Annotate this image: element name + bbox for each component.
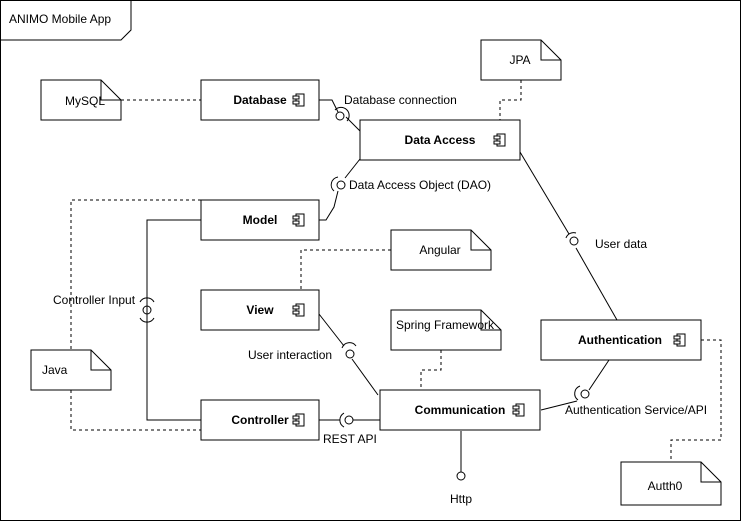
component-icon — [673, 333, 686, 347]
component-database: Database — [200, 79, 320, 121]
note-link-spring — [420, 350, 442, 390]
component-data-access-label: Data Access — [405, 133, 476, 147]
interface-user-data — [565, 232, 579, 246]
component-controller: Controller — [200, 399, 320, 441]
connector-view-ui — [318, 313, 345, 347]
interface-user-interaction — [341, 342, 357, 359]
interfaces — [139, 106, 590, 481]
note-mysql: MySQL — [40, 79, 122, 121]
interface-auth-service — [574, 385, 590, 401]
interface-http — [456, 471, 466, 481]
label-user-data: User data — [595, 237, 647, 251]
connector-comm-auth — [540, 400, 578, 411]
connector-data-access-dao — [344, 158, 361, 179]
label-database-connection: Database connection — [344, 93, 457, 107]
component-icon — [292, 303, 305, 317]
component-communication-label: Communication — [415, 403, 506, 417]
component-icon — [292, 413, 305, 427]
interface-labels: Database connection Data Access Object (… — [53, 93, 707, 506]
component-database-label: Database — [233, 93, 287, 107]
note-angular-label: Angular — [419, 243, 460, 257]
connector-model-dao — [319, 190, 339, 221]
connector-database — [319, 99, 339, 113]
component-model-label: Model — [243, 213, 278, 227]
note-link-jpa — [499, 80, 522, 121]
label-dao: Data Access Object (DAO) — [349, 178, 491, 192]
component-authentication: Authentication — [540, 319, 702, 361]
label-controller-input: Controller Input — [53, 293, 136, 307]
note-angular: Angular — [390, 229, 492, 271]
note-auth0: Autth0 — [620, 461, 722, 506]
interface-database-connection — [334, 106, 350, 122]
label-auth-service: Authentication Service/API — [565, 403, 707, 417]
note-spring: Spring Framework — [390, 309, 502, 351]
connector-comm-ui — [351, 358, 379, 396]
note-jpa-label: JPA — [509, 53, 530, 67]
component-communication: Communication — [379, 389, 541, 431]
label-user-interaction: User interaction — [248, 348, 332, 362]
note-java: Java — [30, 349, 112, 391]
component-icon — [292, 213, 305, 227]
notes: MySQL JPA Angular Spring Framework Java … — [30, 39, 722, 506]
connector-model-controller — [146, 219, 201, 421]
component-icon — [493, 133, 506, 147]
component-controller-label: Controller — [231, 413, 289, 427]
note-mysql-label: MySQL — [65, 94, 105, 108]
interface-dao — [330, 176, 346, 192]
connectors — [70, 80, 722, 472]
component-icon — [512, 403, 525, 417]
component-view: View — [200, 289, 320, 331]
note-link-auth0 — [670, 339, 722, 462]
components: Database Data Access Model — [200, 79, 702, 441]
label-http: Http — [450, 492, 472, 506]
frame-title: ANIMO Mobile App — [9, 12, 111, 26]
connector-auth-userdata — [575, 247, 618, 321]
label-rest-api: REST API — [323, 432, 377, 446]
note-link-java-controller — [70, 390, 201, 431]
note-spring-label: Spring Framework — [396, 318, 495, 332]
component-model: Model — [200, 199, 320, 241]
note-jpa: JPA — [480, 39, 562, 81]
interface-rest-api — [339, 412, 354, 428]
note-link-angular — [300, 249, 391, 290]
interface-controller-input — [139, 297, 155, 323]
connector-auth-service — [588, 359, 610, 391]
frame-title-tab — [0, 0, 132, 41]
component-view-label: View — [246, 303, 274, 317]
note-auth0-label: Autth0 — [648, 479, 683, 493]
component-authentication-label: Authentication — [578, 333, 662, 347]
component-icon — [292, 93, 305, 107]
note-link-java-model — [70, 199, 201, 350]
note-java-label: Java — [42, 363, 68, 377]
connector-data-access-auth — [519, 151, 570, 235]
component-data-access: Data Access — [359, 119, 521, 161]
